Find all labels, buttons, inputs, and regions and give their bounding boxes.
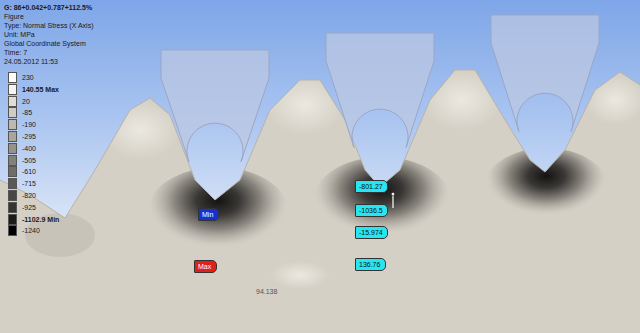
legend-swatch	[8, 225, 17, 236]
legend-swatch	[8, 190, 17, 201]
probe-value: 94.138	[256, 287, 277, 296]
result-type: Type: Normal Stress (X Axis)	[4, 21, 93, 30]
indenter	[326, 33, 434, 148]
indenters	[161, 15, 599, 162]
probe-value: -801.27	[359, 182, 383, 191]
legend-value: -190	[22, 120, 36, 129]
indenter	[491, 15, 599, 132]
legend-swatch	[8, 131, 17, 142]
legend-swatch	[8, 119, 17, 130]
legend-value: -820	[22, 191, 36, 200]
legend-swatch	[8, 178, 17, 189]
unit-label: Unit: MPa	[4, 30, 35, 39]
min-tag: Min	[198, 208, 219, 221]
legend-swatch	[8, 84, 17, 95]
legend-value: -610	[22, 167, 36, 176]
legend-swatch	[8, 143, 17, 154]
legend-swatch	[8, 72, 17, 83]
figure-heading: Figure	[4, 12, 24, 21]
legend-value: -400	[22, 144, 36, 153]
legend-swatch	[8, 155, 17, 166]
probe-value: 136.76	[359, 260, 381, 269]
legend-value: -715	[22, 179, 36, 188]
solution-name: G: 86+0.042+0.787+112.5%	[4, 3, 92, 12]
indenter	[161, 50, 269, 162]
date-stamp: 24.05.2012 11:53	[4, 57, 58, 66]
legend-value: -295	[22, 132, 36, 141]
legend-swatch	[8, 214, 17, 225]
probe-value: Max	[198, 262, 212, 271]
probe-tag: 136.76	[355, 258, 386, 271]
legend-value: -85	[22, 108, 32, 117]
legend-value: -1102.9 Min	[22, 215, 59, 224]
probe-value: Min	[202, 210, 214, 219]
time-label: Time: 7	[4, 48, 27, 57]
legend-value: -505	[22, 156, 36, 165]
probe-tag: -801.27	[355, 180, 388, 193]
coordinate-system: Global Coordinate System	[4, 39, 86, 48]
probe-value: -1036.5	[359, 206, 383, 215]
max-tag: Max	[194, 260, 217, 273]
probe-tag: -1036.5	[355, 204, 388, 217]
legend-value: 140.55 Max	[22, 85, 59, 94]
legend-value: 20	[22, 97, 30, 106]
legend-swatch	[8, 202, 17, 213]
legend-value: -1240	[22, 226, 40, 235]
legend-swatch	[8, 96, 17, 107]
probe-value: -15.974	[359, 228, 383, 237]
legend-value: -925	[22, 203, 36, 212]
probe-tag: -15.974	[355, 226, 388, 239]
probe-point	[391, 192, 394, 195]
legend-value: 230	[22, 73, 34, 82]
leader-line	[392, 195, 393, 208]
legend-swatch	[8, 166, 17, 177]
legend-swatch	[8, 107, 17, 118]
